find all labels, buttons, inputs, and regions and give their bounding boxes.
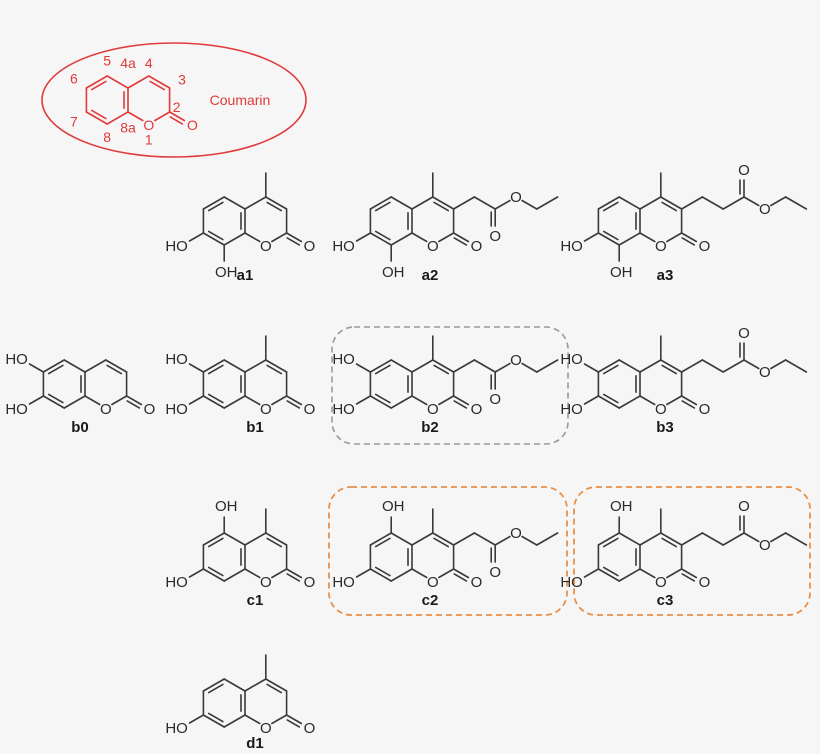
ring-position-4: 4 xyxy=(145,55,153,71)
highlight-box-c2 xyxy=(328,486,568,616)
svg-text:O: O xyxy=(655,401,667,418)
svg-text:OH: OH xyxy=(215,264,238,281)
svg-text:O: O xyxy=(738,325,750,342)
svg-text:O: O xyxy=(510,189,522,206)
svg-text:HO: HO xyxy=(332,351,355,368)
svg-text:HO: HO xyxy=(332,238,355,255)
svg-text:HO: HO xyxy=(332,574,355,591)
svg-text:a2: a2 xyxy=(422,267,439,284)
svg-text:O: O xyxy=(699,401,711,418)
svg-text:b0: b0 xyxy=(71,419,89,436)
svg-text:O: O xyxy=(759,537,771,554)
svg-text:OH: OH xyxy=(610,498,633,515)
svg-text:HO: HO xyxy=(165,238,188,255)
svg-text:O: O xyxy=(489,228,501,245)
svg-text:HO: HO xyxy=(5,351,28,368)
svg-text:O: O xyxy=(759,201,771,218)
molecule-b1: O O HO HO b1 xyxy=(165,335,316,436)
svg-text:O: O xyxy=(471,401,483,418)
svg-text:HO: HO xyxy=(165,401,188,418)
ring-position-5: 5 xyxy=(103,52,111,68)
svg-text:OH: OH xyxy=(215,498,238,515)
svg-text:O: O xyxy=(427,238,439,255)
svg-text:a3: a3 xyxy=(657,267,674,284)
ring-position-1: 1 xyxy=(145,132,153,148)
svg-text:HO: HO xyxy=(5,401,28,418)
svg-text:OH: OH xyxy=(610,264,633,281)
svg-text:O: O xyxy=(738,498,750,515)
svg-text:O: O xyxy=(759,364,771,381)
svg-text:O: O xyxy=(655,238,667,255)
svg-text:O: O xyxy=(304,720,316,737)
svg-text:c3: c3 xyxy=(657,592,674,609)
svg-text:b3: b3 xyxy=(656,419,674,436)
svg-text:O: O xyxy=(260,720,272,737)
svg-text:O: O xyxy=(489,564,501,581)
svg-text:d1: d1 xyxy=(246,735,264,752)
svg-text:O: O xyxy=(304,574,316,591)
svg-text:O: O xyxy=(304,401,316,418)
svg-text:a1: a1 xyxy=(237,267,254,284)
svg-text:O: O xyxy=(489,391,501,408)
molecule-b0: O O HO HO b0 xyxy=(5,351,155,436)
svg-text:O: O xyxy=(699,574,711,591)
ring-position-8: 8 xyxy=(103,129,111,145)
svg-text:HO: HO xyxy=(165,351,188,368)
molecule-d1: O O HO d1 xyxy=(165,654,316,752)
coumarin-label: Coumarin xyxy=(210,92,271,108)
svg-text:O: O xyxy=(144,401,156,418)
ring-position-3: 3 xyxy=(178,72,186,88)
highlight-box-c3 xyxy=(573,486,811,616)
svg-text:O: O xyxy=(510,352,522,369)
ring-position-4a: 4a xyxy=(120,55,136,71)
svg-text:O: O xyxy=(510,525,522,542)
svg-text:O: O xyxy=(471,238,483,255)
svg-text:O: O xyxy=(304,238,316,255)
svg-text:O: O xyxy=(471,574,483,591)
svg-text:O: O xyxy=(427,401,439,418)
svg-text:OH: OH xyxy=(382,264,405,281)
svg-text:O: O xyxy=(187,117,198,133)
svg-text:HO: HO xyxy=(165,574,188,591)
molecule-b3: O O HO HO O Ob3 xyxy=(560,325,808,436)
svg-text:O: O xyxy=(260,574,272,591)
svg-text:HO: HO xyxy=(560,574,583,591)
svg-text:c2: c2 xyxy=(422,592,439,609)
ring-position-6: 6 xyxy=(70,70,78,86)
svg-text:O: O xyxy=(699,238,711,255)
ring-position-8a: 8a xyxy=(120,120,136,136)
svg-text:O: O xyxy=(655,574,667,591)
svg-text:b1: b1 xyxy=(246,419,264,436)
svg-text:O: O xyxy=(260,401,272,418)
svg-text:OH: OH xyxy=(382,498,405,515)
svg-text:O: O xyxy=(100,401,112,418)
svg-text:HO: HO xyxy=(165,720,188,737)
molecule-c1: O O HO OH c1 xyxy=(165,498,315,609)
svg-text:O: O xyxy=(143,117,154,133)
svg-text:O: O xyxy=(260,238,272,255)
svg-text:O: O xyxy=(427,574,439,591)
svg-text:O: O xyxy=(738,162,750,179)
svg-text:HO: HO xyxy=(560,351,583,368)
ring-position-7: 7 xyxy=(70,114,78,130)
svg-text:c1: c1 xyxy=(247,592,264,609)
ring-position-2: 2 xyxy=(173,99,181,115)
svg-text:HO: HO xyxy=(560,401,583,418)
coumarin-reference-ellipse xyxy=(41,42,307,158)
svg-text:b2: b2 xyxy=(421,419,439,436)
highlight-box-b2 xyxy=(331,326,569,445)
svg-text:HO: HO xyxy=(332,401,355,418)
svg-text:HO: HO xyxy=(560,238,583,255)
